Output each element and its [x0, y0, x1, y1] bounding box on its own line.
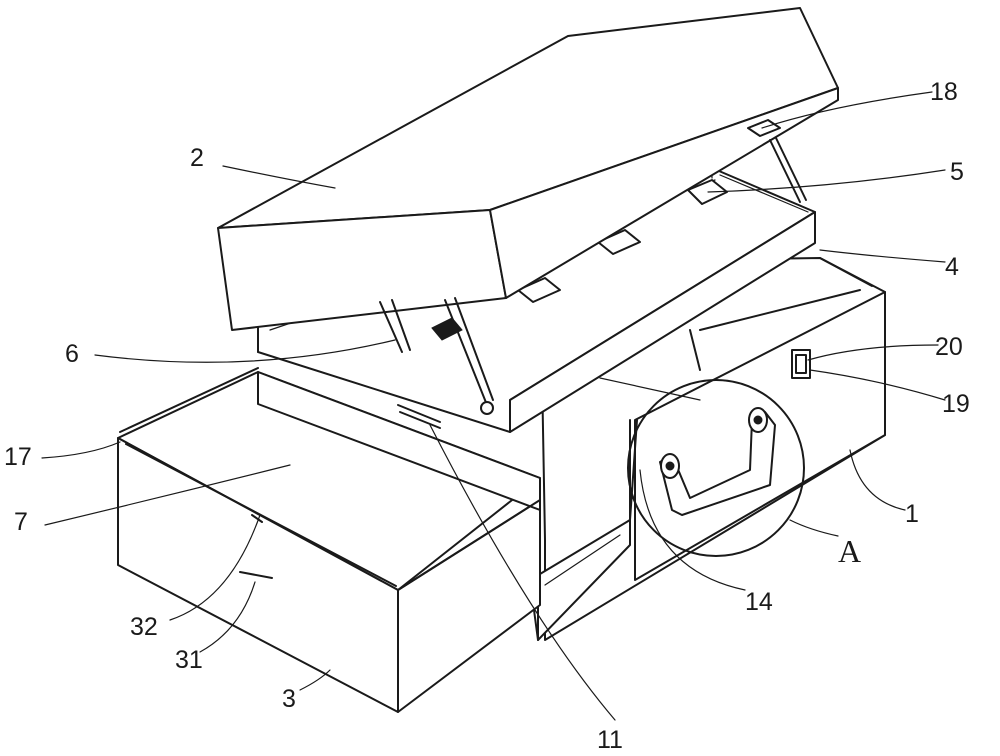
part-labels: 2 6 17 7 32 31 3 11 14 A 1 19 20 4 5 18	[4, 78, 970, 754]
label-31: 31	[175, 646, 203, 674]
hinge	[597, 229, 641, 255]
top-lid-front-face	[489, 87, 839, 299]
lock-19-20	[791, 349, 811, 379]
label-18: 18	[930, 78, 958, 106]
label-7: 7	[14, 508, 28, 536]
label-20: 20	[935, 333, 963, 361]
label-6: 6	[65, 340, 79, 368]
label-19: 19	[942, 390, 970, 418]
strut-mount-18	[747, 119, 781, 137]
label-1: 1	[905, 500, 919, 528]
strut-6	[379, 301, 403, 353]
rail-11	[397, 404, 441, 429]
label-5: 5	[950, 158, 964, 186]
drawer-3	[117, 367, 541, 713]
support-struts	[379, 119, 807, 415]
lock-tab-20	[795, 354, 807, 374]
leader-lines	[41, 91, 946, 721]
detail-circle-a	[627, 379, 805, 557]
strut-18	[769, 139, 801, 203]
slot-31	[239, 571, 273, 579]
label-17: 17	[4, 443, 32, 471]
label-a: A	[838, 533, 861, 569]
lid-frame-front	[509, 211, 816, 433]
label-32: 32	[130, 613, 158, 641]
top-lid-2	[217, 7, 839, 331]
drawer-back-wall	[257, 371, 541, 511]
label-14: 14	[745, 588, 773, 616]
label-4: 4	[945, 253, 959, 281]
label-3: 3	[282, 685, 296, 713]
side-drawer-front	[529, 519, 631, 641]
hinge	[517, 277, 561, 303]
label-2: 2	[190, 144, 204, 172]
label-11: 11	[597, 726, 623, 754]
side-drawer	[529, 419, 638, 641]
strut-front	[444, 299, 488, 406]
